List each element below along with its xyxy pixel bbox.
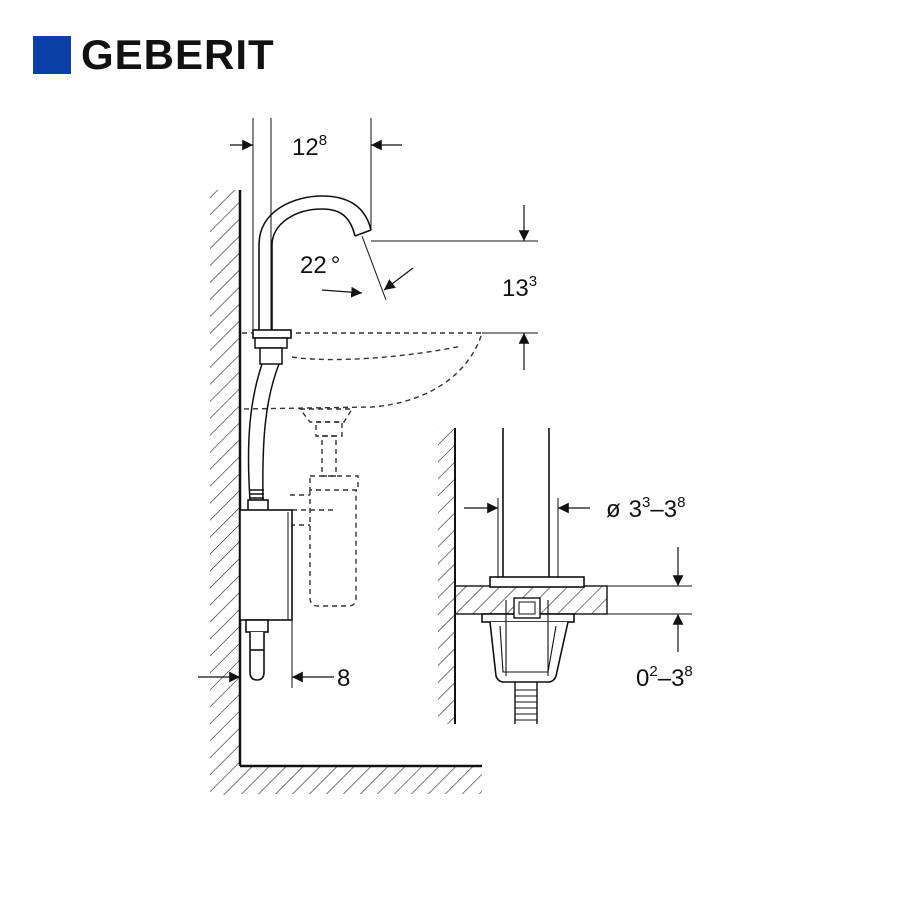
- brand-logo: GEBERIT: [33, 33, 275, 77]
- control-box: [239, 499, 293, 681]
- dimension-spout-height: 133: [371, 205, 538, 370]
- dimension-spout-angle: 22°: [300, 235, 414, 301]
- label-counter-thickness: 02–38: [636, 663, 693, 692]
- label-spout-angle: 22°: [300, 252, 340, 279]
- brand-logo-text: GEBERIT: [81, 31, 275, 78]
- label-spout-reach: 128: [292, 132, 327, 161]
- brand-logo-square: [33, 36, 71, 74]
- label-spout-height: 133: [502, 273, 537, 302]
- supply-hose: [247, 337, 288, 501]
- washbasin: [241, 332, 483, 607]
- dimension-wall-clearance: 8: [198, 620, 350, 692]
- label-wall-clearance: 8: [337, 665, 350, 692]
- dimension-spout-reach: 128: [230, 118, 402, 330]
- wall-section: [210, 190, 482, 795]
